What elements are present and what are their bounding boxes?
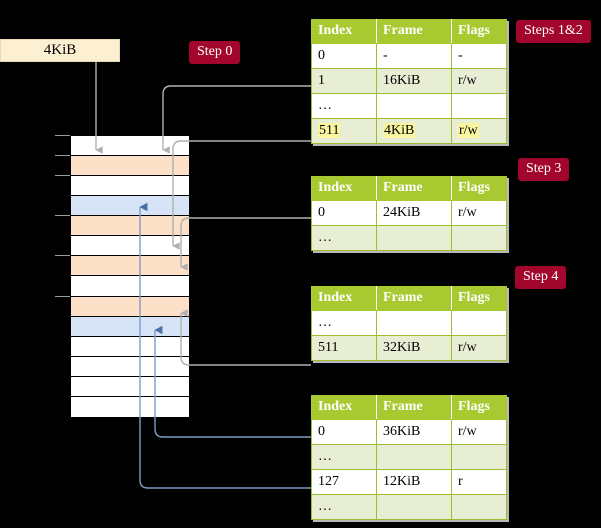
memory-row-tick <box>55 135 70 136</box>
wire-step4 <box>180 309 311 366</box>
cell-index: 0 <box>311 200 377 226</box>
cell-index: 1 <box>311 68 377 94</box>
table-row: … <box>311 494 507 520</box>
cell-frame: 16KiB <box>376 68 452 94</box>
cell-flags: r/w <box>451 68 507 94</box>
cell-flags: r <box>451 469 507 495</box>
column-header-index: Index <box>311 286 377 311</box>
cell-index: 0 <box>311 43 377 69</box>
table-row: … <box>311 93 507 119</box>
cell-flags <box>451 310 507 336</box>
cell-index: 511 <box>311 118 377 144</box>
memory-frame-row <box>71 196 189 217</box>
cell-flags: r/w <box>451 335 507 361</box>
column-header-frame: Frame <box>376 286 452 311</box>
cell-frame <box>376 310 452 336</box>
cell-flags: - <box>451 43 507 69</box>
cell-index: … <box>311 225 377 251</box>
cell-index: … <box>311 494 377 520</box>
cell-frame: 32KiB <box>376 335 452 361</box>
cell-frame: - <box>376 43 452 69</box>
cell-frame <box>376 444 452 470</box>
column-header-flags: Flags <box>451 395 507 420</box>
cell-flags: r/w <box>451 419 507 445</box>
badge-step-0: Step 0 <box>189 41 241 64</box>
cell-flags <box>451 225 507 251</box>
column-header-flags: Flags <box>451 286 507 311</box>
badge-step-3: Step 3 <box>518 158 570 181</box>
table-row: … <box>311 225 507 251</box>
badge-step-4: Step 4 <box>515 266 567 289</box>
cell-index: 0 <box>311 419 377 445</box>
memory-frame-row <box>71 376 189 397</box>
cell-frame: 12KiB <box>376 469 452 495</box>
table-row: 0-- <box>311 43 507 69</box>
cell-frame <box>376 93 452 119</box>
memory-row-tick <box>55 255 70 257</box>
memory-frame-row <box>71 216 189 237</box>
memory-frame-row <box>71 176 189 197</box>
memory-frame-row <box>71 296 189 317</box>
column-header-frame: Frame <box>376 176 452 201</box>
table-row: … <box>311 444 507 470</box>
cell-index: … <box>311 444 377 470</box>
memory-row-tick <box>55 215 70 217</box>
memory-row-tick <box>55 175 70 177</box>
cell-flags: r/w <box>451 200 507 226</box>
cell-flags: r/w <box>451 118 507 144</box>
memory-frame-row <box>71 336 189 357</box>
memory-frame-row <box>71 276 189 297</box>
memory-row-tick <box>55 155 70 157</box>
wire-steps12-b <box>172 140 311 250</box>
memory-frame-row <box>71 356 189 377</box>
memory-frame-row <box>71 136 189 157</box>
cell-frame: 36KiB <box>376 419 452 445</box>
memory-frame-row <box>71 156 189 177</box>
cell-flags <box>451 444 507 470</box>
virtual-page-box: 4KiB <box>0 39 120 62</box>
column-header-index: Index <box>311 176 377 201</box>
wire-step3 <box>180 217 311 271</box>
cell-index: 127 <box>311 469 377 495</box>
column-header-index: Index <box>311 19 377 44</box>
column-header-index: Index <box>311 395 377 420</box>
badge-steps-1-2: Steps 1&2 <box>516 20 591 43</box>
memory-frame-row <box>71 316 189 337</box>
column-header-frame: Frame <box>376 19 452 44</box>
memory-frame-row <box>71 256 189 277</box>
column-header-frame: Frame <box>376 395 452 420</box>
cell-flags <box>451 494 507 520</box>
cell-frame: 4KiB <box>376 118 452 144</box>
memory-frame-row <box>71 236 189 257</box>
cell-index: … <box>311 310 377 336</box>
column-header-flags: Flags <box>451 176 507 201</box>
memory-row-tick <box>55 295 70 297</box>
table-row: … <box>311 310 507 336</box>
cell-frame <box>376 225 452 251</box>
cell-frame: 24KiB <box>376 200 452 226</box>
cell-index: … <box>311 93 377 119</box>
cell-frame <box>376 494 452 520</box>
memory-frame-row <box>71 396 189 417</box>
cell-index: 511 <box>311 335 377 361</box>
cell-flags <box>451 93 507 119</box>
column-header-flags: Flags <box>451 19 507 44</box>
physical-memory-column <box>70 135 190 417</box>
virtual-page-label: 4KiB <box>43 42 77 58</box>
